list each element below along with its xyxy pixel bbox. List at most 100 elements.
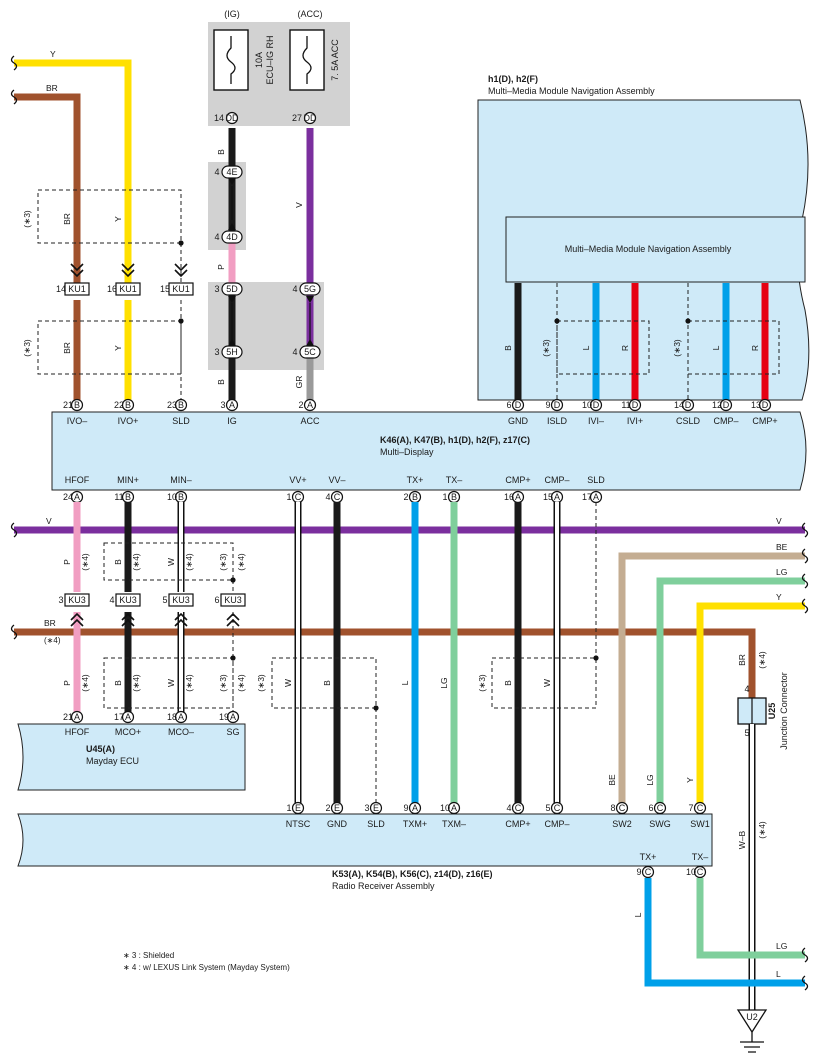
wire-label-v: V [776, 516, 782, 526]
mayday-pin-num: 18 [167, 712, 177, 722]
wire-label-l: L [711, 345, 721, 350]
md-top-pin [758, 398, 772, 412]
jc-pin-in: 4 [744, 684, 749, 694]
junction-4d-pin: 4 [214, 232, 219, 242]
radio-bottom-pin-num: 9 [636, 867, 641, 877]
connector-chevron-icon [121, 269, 135, 278]
junction-4d-text: 4D [226, 232, 238, 242]
md-top-pin-num: 12 [712, 400, 722, 410]
radio-top-pin-text: A [412, 803, 418, 813]
nav-inner-name: Multi–Media Module Navigation Assembly [565, 244, 732, 254]
wire-break-icon [10, 522, 18, 538]
md-top-pin-num: 13 [751, 400, 761, 410]
wire-label-y: Y [50, 49, 56, 59]
radio-top-pin-text: E [373, 803, 379, 813]
md-top-pin-text: B [74, 400, 80, 410]
md-top-pin [174, 398, 188, 412]
wire-label-b: B [113, 559, 123, 565]
wire-label-lg: LG [439, 677, 449, 688]
connector-ku1-id: KU1 [172, 284, 190, 294]
mark-s4: (∗4) [757, 651, 767, 669]
shield-mark: (∗3) [22, 210, 32, 228]
md-top-pin-num: 6 [506, 400, 511, 410]
jc-pin-out: 5 [744, 728, 749, 738]
md-top-pin-text: D [723, 400, 730, 410]
radio-bottom-pin-text: C [697, 867, 704, 877]
connector-ku1 [168, 282, 194, 296]
mayday-ecu-box [17, 723, 246, 791]
md-bottom-pin-text: A [593, 492, 599, 502]
junction-4d [221, 230, 243, 244]
wire-label-y: Y [113, 345, 123, 351]
md-top-pin-name: GND [508, 416, 529, 426]
ground-icon [740, 1032, 764, 1053]
mayday-pin-name: SG [226, 727, 239, 737]
md-bottom-pin-num: 1 [442, 492, 447, 502]
connector-ku3-id: KU3 [68, 595, 86, 605]
wire-label-lg: LG [645, 774, 655, 785]
wire-label-lg: LG [776, 941, 787, 951]
fuse-ig-connector-text: DD [226, 113, 239, 123]
radio-top-pin [653, 801, 667, 815]
md-bottom-pin-num: 11 [114, 492, 123, 502]
md-bottom-pin-num: 10 [167, 492, 177, 502]
connector-chevron-icon [121, 618, 135, 627]
wire-label-b: B [503, 345, 513, 351]
radio-bottom-pin-text: C [645, 867, 652, 877]
mayday-pin-name: HFOF [65, 727, 90, 737]
radio-bottom-pin-name: TX– [692, 852, 709, 862]
junction-5c-text: 5C [304, 347, 316, 357]
radio-top-pin-num: 8 [610, 803, 615, 813]
radio-top-pin-num: 2 [325, 803, 330, 813]
md-top-pin-num: 10 [582, 400, 592, 410]
wire-label-y: Y [113, 216, 123, 222]
connector-chevron-icon [174, 269, 188, 278]
mark-s4: (∗4) [184, 553, 194, 571]
mayday-pin-text: A [230, 712, 236, 722]
connector-chevron-icon [226, 612, 240, 621]
md-bottom-pin-name: VV+ [289, 475, 306, 485]
md-top-pin-name: ISLD [547, 416, 568, 426]
wire-be-sw2 [618, 552, 805, 806]
md-bottom-pin-num: 16 [504, 492, 514, 502]
wire-label-r: R [620, 345, 630, 351]
wire-label-br: BR [62, 213, 72, 225]
nav-name: Multi–Media Module Navigation Assembly [488, 86, 655, 96]
wire-break-icon [801, 598, 809, 614]
md-top-pin-text: D [762, 400, 769, 410]
splice-dot [230, 577, 236, 583]
splice-dot [593, 655, 599, 661]
wire-y-ivo-plus [14, 59, 132, 290]
md-top-pin-num: 22 [114, 400, 124, 410]
radio-top-pin [330, 801, 344, 815]
radio-top-pin [369, 801, 383, 815]
md-top-pin-name: CMP+ [752, 416, 777, 426]
junction-5h-text: 5H [226, 347, 238, 357]
radio-top-pin-name: SW2 [612, 819, 632, 829]
md-bottom-pin-name: CMP+ [505, 475, 530, 485]
connector-ku1-id: KU1 [119, 284, 137, 294]
mark-s4: (∗4) [131, 674, 141, 692]
md-bottom-pin-text: B [451, 492, 457, 502]
footnote: ∗ 4 : w/ LEXUS Link System (Mayday Syste… [123, 963, 290, 972]
mark-s4: (∗4) [80, 553, 90, 571]
mayday-pin-text: A [178, 712, 184, 722]
md-top-pin [719, 398, 733, 412]
connector-ku3 [115, 593, 141, 607]
wire-break-icon [10, 55, 18, 71]
wire-label-w: W [166, 679, 176, 687]
junction-5g-text: 5G [304, 284, 316, 294]
radio-top-pin-name: SW1 [690, 819, 710, 829]
radio-top-pin-num: 9 [403, 803, 408, 813]
mayday-pin [70, 710, 84, 724]
radio-top-pin-num: 10 [440, 803, 450, 813]
connector-ku3-id: KU3 [119, 595, 137, 605]
md-top-pin-num: 14 [674, 400, 684, 410]
splice-dot [178, 318, 184, 324]
junction-arrow-icon [228, 339, 236, 346]
radio-top-pin-name: CMP+ [505, 819, 530, 829]
fuse-ig-connector [225, 111, 239, 125]
md-bottom-pin-num: 2 [403, 492, 408, 502]
junction-arrow-icon [306, 339, 314, 346]
wire-lg-tx-minus [696, 878, 805, 959]
